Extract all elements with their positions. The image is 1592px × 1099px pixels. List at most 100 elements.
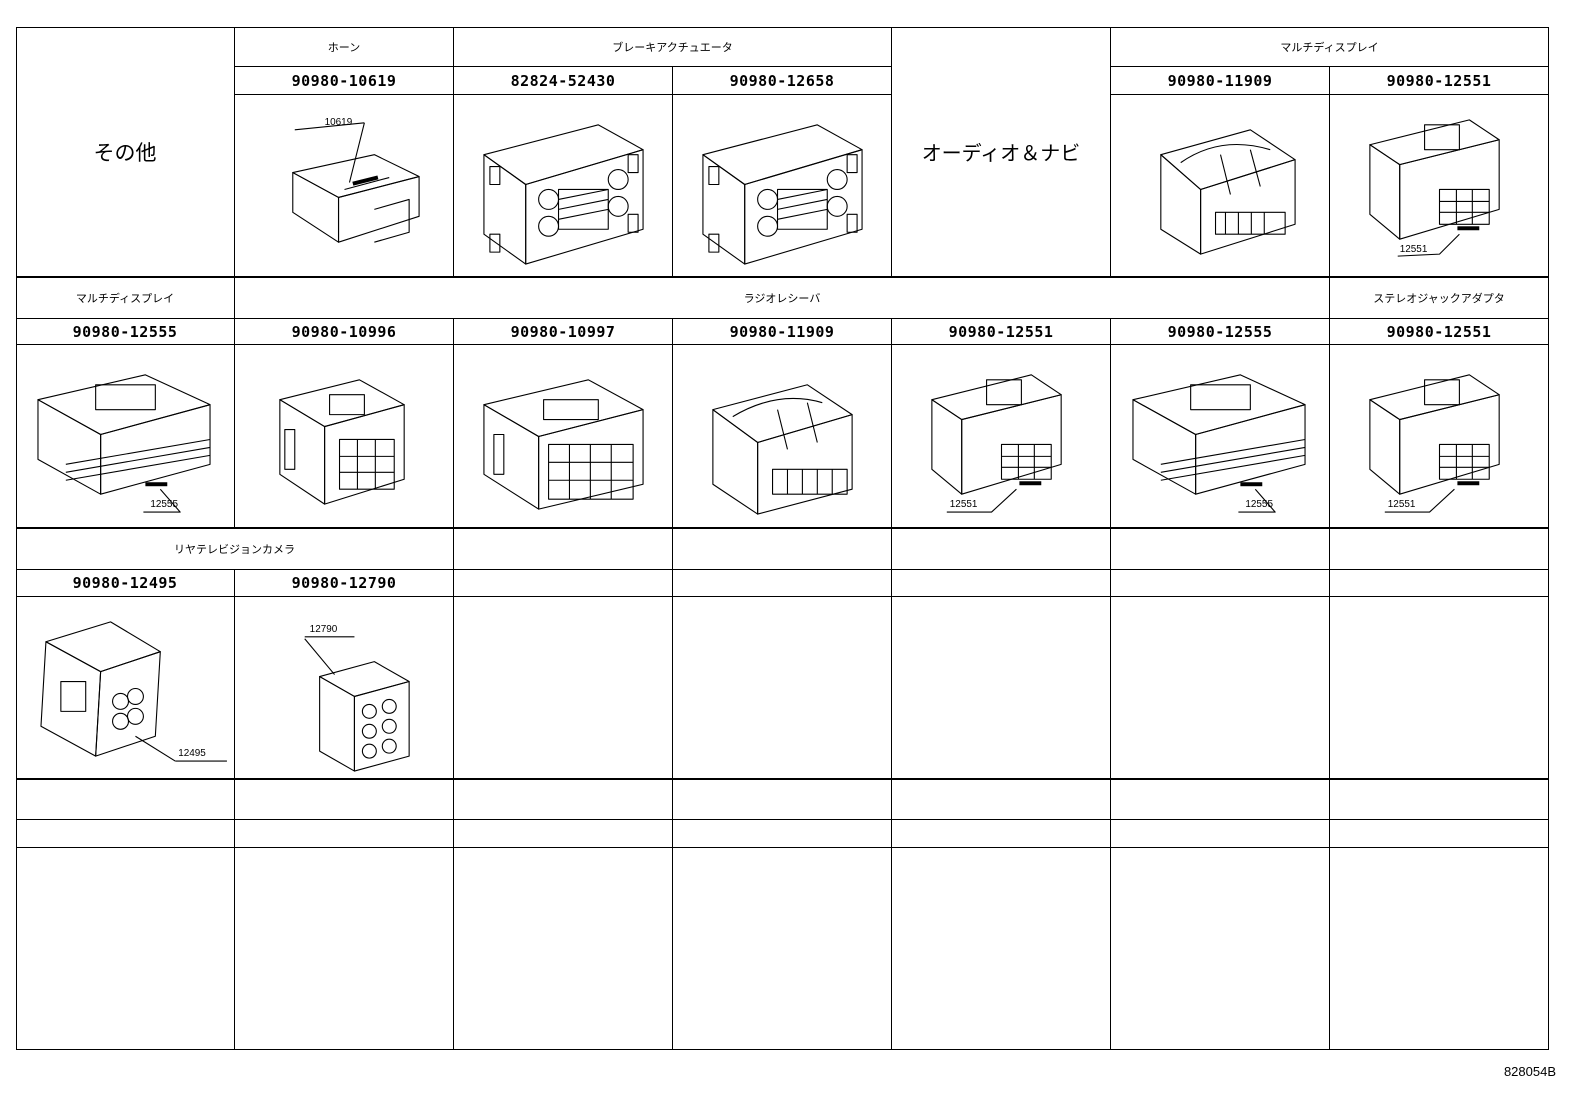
empty-cell	[673, 848, 892, 1050]
header-horn-label: ホーン	[327, 40, 361, 54]
empty-cell	[1111, 779, 1330, 820]
part-number-cell: 90980-11909	[1111, 67, 1330, 95]
empty-cell	[673, 597, 892, 779]
part-number-cell: 90980-12555	[16, 319, 235, 345]
connector-radio-receiver-icon	[454, 345, 673, 528]
category-audio-navi: オーディオ＆ナビ	[892, 27, 1111, 277]
empty-cell	[1111, 570, 1330, 597]
part-number-cell: 90980-12658	[673, 67, 892, 95]
category-other-label: その他	[93, 140, 157, 165]
empty-cell	[1111, 597, 1330, 779]
part-number-cell: 90980-10996	[235, 319, 454, 345]
part-number-cell: 90980-10997	[454, 319, 673, 345]
empty-cell	[1330, 848, 1549, 1050]
connector-stereo-jack-adapter-icon: 12551	[1330, 345, 1549, 528]
empty-cell	[16, 820, 235, 848]
header-brake-actuator-label: ブレーキアクチュエータ	[612, 40, 733, 54]
header-radio-receiver: ラジオレシーバ	[235, 277, 1330, 319]
part-number: 90980-12658	[729, 71, 835, 90]
part-number: 90980-10996	[291, 322, 397, 341]
callout-label: 12551	[1400, 244, 1428, 255]
part-number-cell: 90980-12551	[892, 319, 1111, 345]
part-number: 90980-10997	[510, 322, 616, 341]
empty-cell	[673, 820, 892, 848]
part-number: 90980-12551	[1386, 71, 1492, 90]
empty-cell	[454, 848, 673, 1050]
header-stereo-jack-adapter: ステレオジャックアダプタ	[1330, 277, 1549, 319]
header-multi-display-label: マルチディスプレイ	[75, 291, 175, 305]
header-multi-display: マルチディスプレイ	[1111, 27, 1549, 67]
empty-cell	[1330, 597, 1549, 779]
empty-cell	[454, 597, 673, 779]
empty-cell	[892, 779, 1111, 820]
connector-rear-camera-icon: 12495	[16, 597, 235, 779]
empty-cell	[235, 848, 454, 1050]
header-brake-actuator: ブレーキアクチュエータ	[454, 27, 892, 67]
part-number: 90980-10619	[291, 71, 397, 90]
empty-cell	[1111, 820, 1330, 848]
part-number-cell: 90980-12495	[16, 570, 235, 597]
connector-brake-actuator-icon	[454, 95, 673, 277]
part-number: 82824-52430	[510, 71, 616, 90]
header-rear-camera-label: リヤテレビジョンカメラ	[174, 542, 295, 556]
connector-multi-display-icon: 12551	[1330, 95, 1549, 277]
header-rear-camera: リヤテレビジョンカメラ	[16, 528, 454, 570]
part-number-cell: 90980-10619	[235, 67, 454, 95]
empty-cell	[16, 848, 235, 1050]
connector-radio-receiver-icon: 12555	[1111, 345, 1330, 528]
part-number-cell: 90980-12551	[1330, 67, 1549, 95]
part-number: 90980-12555	[1167, 322, 1273, 341]
connector-rear-camera-icon: 12790	[235, 597, 454, 779]
header-multi-display: マルチディスプレイ	[16, 277, 235, 319]
part-number: 90980-12551	[1386, 322, 1492, 341]
empty-cell	[673, 528, 892, 570]
part-number-cell: 90980-11909	[673, 319, 892, 345]
empty-cell	[892, 570, 1111, 597]
empty-cell	[1330, 820, 1549, 848]
connector-horn-icon: 10619	[235, 95, 454, 277]
category-other: その他	[16, 27, 235, 277]
callout-label: 12555	[150, 499, 178, 510]
part-number: 90980-12790	[291, 574, 397, 592]
connector-radio-receiver-icon	[235, 345, 454, 528]
callout-label: 12555	[1245, 499, 1273, 510]
header-stereo-jack-adapter-label: ステレオジャックアダプタ	[1373, 291, 1505, 305]
empty-cell	[1111, 528, 1330, 570]
empty-cell	[1330, 528, 1549, 570]
part-number: 90980-12551	[948, 322, 1054, 341]
callout-label: 12551	[950, 499, 978, 510]
callout-label: 12495	[178, 748, 206, 759]
empty-cell	[1330, 779, 1549, 820]
empty-cell	[235, 820, 454, 848]
connector-radio-receiver-icon	[673, 345, 892, 528]
empty-cell	[673, 779, 892, 820]
part-number: 90980-11909	[729, 322, 835, 341]
connector-multi-display-icon	[1111, 95, 1330, 277]
reference-code: 828054B	[1503, 1064, 1556, 1079]
header-horn: ホーン	[235, 27, 454, 67]
part-number: 90980-12555	[72, 322, 178, 341]
empty-cell	[454, 570, 673, 597]
header-multi-display-label: マルチディスプレイ	[1280, 40, 1379, 54]
header-radio-receiver-label: ラジオレシーバ	[743, 291, 821, 305]
empty-cell	[892, 597, 1111, 779]
category-audio-navi-label: オーディオ＆ナビ	[921, 141, 1081, 165]
connector-brake-actuator-icon	[673, 95, 892, 277]
part-number-cell: 90980-12555	[1111, 319, 1330, 345]
empty-cell	[892, 528, 1111, 570]
connector-multi-display-icon: 12555	[16, 345, 235, 528]
empty-cell	[892, 820, 1111, 848]
empty-cell	[235, 779, 454, 820]
part-number-cell: 82824-52430	[454, 67, 673, 95]
part-number: 90980-12495	[72, 574, 178, 592]
callout-label: 12790	[310, 624, 338, 635]
part-number-cell: 90980-12790	[235, 570, 454, 597]
empty-cell	[16, 779, 235, 820]
empty-cell	[1111, 848, 1330, 1050]
empty-cell	[673, 570, 892, 597]
empty-cell	[454, 820, 673, 848]
connector-table: その他 ホーン ブレーキアクチュエータ オーディオ＆ナビ マルチディスプレイ 9…	[16, 27, 1549, 1050]
connector-radio-receiver-icon: 12551	[892, 345, 1111, 528]
part-number-cell: 90980-12551	[1330, 319, 1549, 345]
empty-cell	[892, 848, 1111, 1050]
